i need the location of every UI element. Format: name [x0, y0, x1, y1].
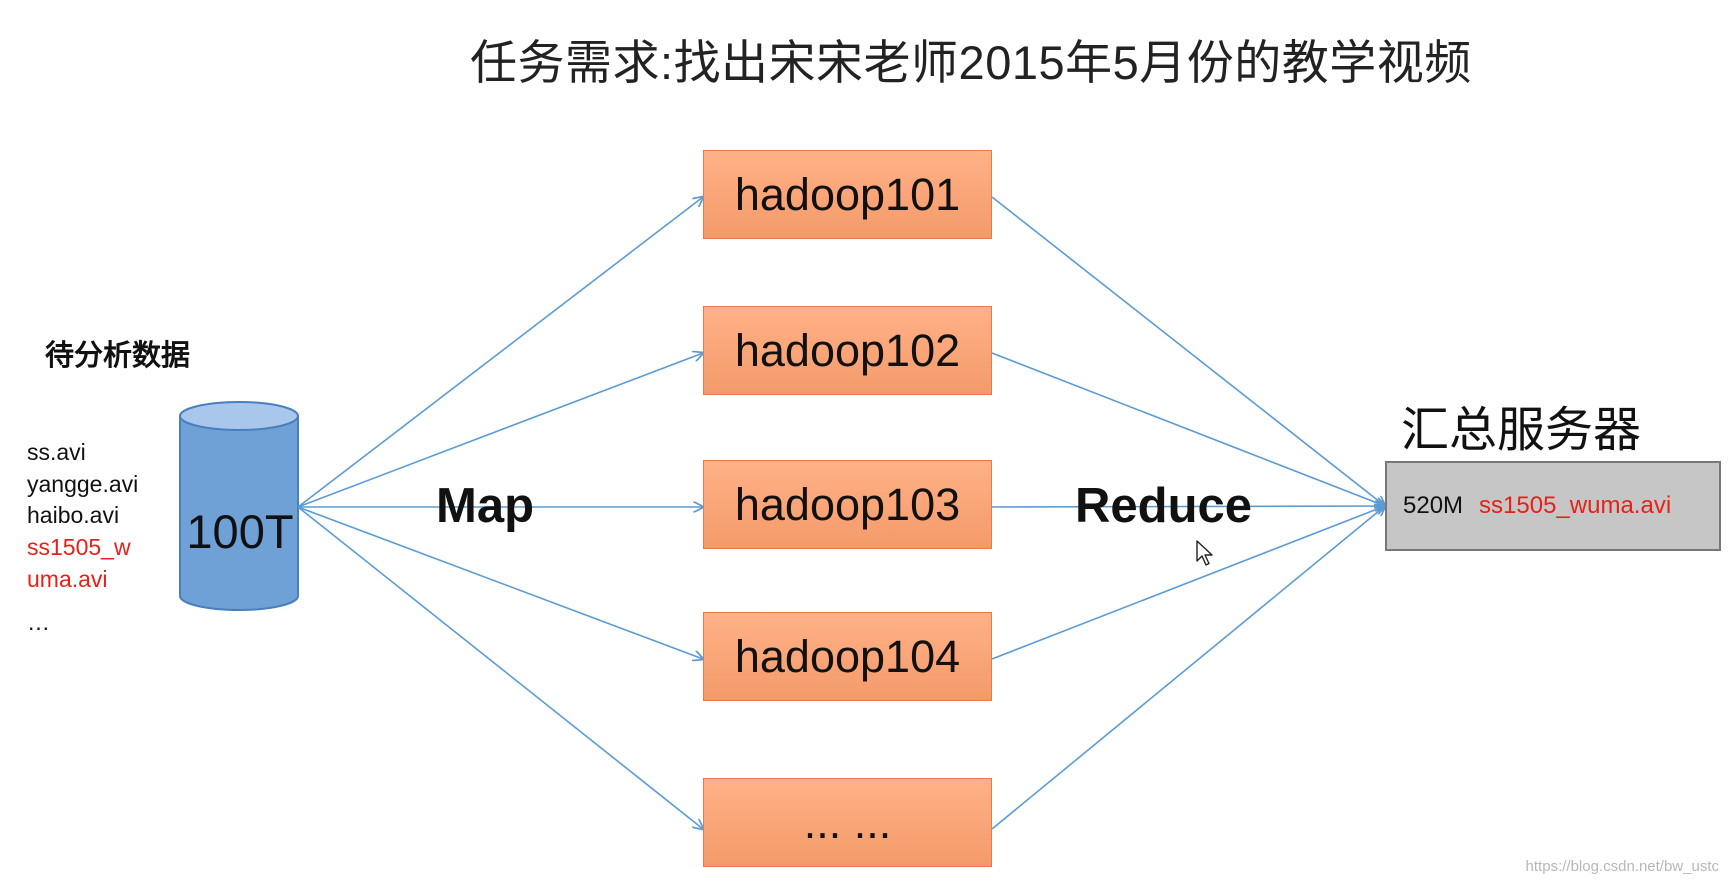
reduce-arrow: [991, 352, 1385, 506]
file-item-ellipsis: …: [27, 609, 50, 635]
map-arrow: [297, 506, 703, 659]
file-item: ss.avi: [27, 439, 86, 465]
diagram-title: 任务需求:找出宋宋老师2015年5月份的教学视频: [470, 36, 1472, 89]
file-item-target: uma.avi: [27, 566, 108, 592]
map-arrow: [297, 353, 703, 508]
source-data-label: 待分析数据: [45, 340, 191, 372]
file-item: haibo.avi: [27, 502, 120, 528]
reduce-arrow: [991, 506, 1385, 660]
file-item-target: ss1505_w: [27, 534, 131, 560]
reduce-stage-label: Reduce: [1075, 479, 1253, 533]
storage-cylinder-icon: 100T: [179, 401, 299, 611]
aggregation-server-label: 汇总服务器: [1401, 404, 1642, 457]
watermark: https://blog.csdn.net/bw_ustc: [1525, 858, 1719, 875]
node-more: ... ...: [703, 778, 992, 867]
node-hadoop101: hadoop101: [703, 150, 992, 239]
storage-size-label: 100T: [186, 505, 293, 558]
reduce-arrow: [991, 506, 1385, 830]
reduce-arrow: [991, 506, 1385, 507]
result-size: 520M: [1403, 492, 1464, 519]
node-hadoop102: hadoop102: [703, 306, 992, 395]
node-hadoop103: hadoop103: [703, 460, 992, 549]
node-hadoop104: hadoop104: [703, 612, 992, 701]
map-arrow: [297, 506, 703, 829]
map-arrow: [297, 197, 703, 508]
mouse-pointer-icon: [1196, 540, 1213, 566]
file-item: yangge.avi: [27, 471, 139, 497]
aggregation-server-box: 520M ss1505_wuma.avi: [1385, 461, 1721, 551]
result-file: ss1505_wuma.avi: [1479, 492, 1672, 519]
map-stage-label: Map: [436, 479, 534, 533]
reduce-arrow: [991, 196, 1385, 506]
